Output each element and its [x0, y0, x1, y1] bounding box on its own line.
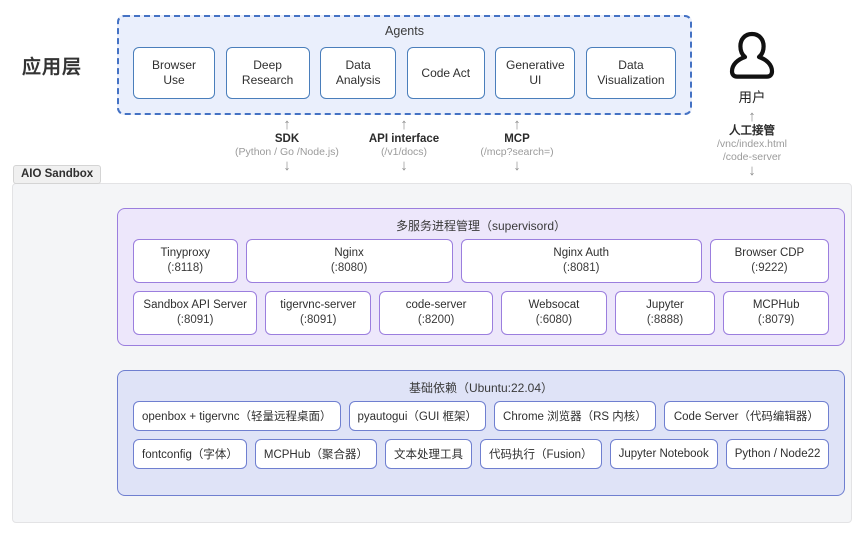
agent-card[interactable]: Deep Research — [225, 47, 310, 99]
base-card[interactable]: openbox + tigervnc（轻量远程桌面） — [133, 401, 341, 431]
base-card[interactable]: fontconfig（字体） — [133, 439, 247, 469]
user-person-icon — [729, 31, 775, 79]
arrow-down-icon: ↓ — [400, 157, 408, 174]
service-card[interactable]: Websocat (:6080) — [501, 291, 607, 335]
connector-mcp-title: MCP — [504, 133, 530, 145]
connector-human-takeover-sub2: /code-server — [722, 151, 782, 163]
base-card[interactable]: Code Server（代码编辑器） — [663, 401, 829, 431]
service-card-port: (:9222) — [751, 262, 788, 274]
service-card-port: (:8081) — [562, 262, 600, 274]
base-card[interactable]: Chrome 浏览器（RS 内核） — [494, 401, 656, 431]
base-row-2: fontconfig（字体）MCPHub（聚合器）文本处理工具代码执行（Fusi… — [133, 439, 830, 469]
service-card-name: Jupyter — [646, 299, 684, 312]
base-card[interactable]: Python / Node22 — [725, 439, 830, 469]
service-row-1: Tinyproxy (:8118) Nginx (:8080) Nginx Auth (:… — [133, 239, 829, 283]
service-group-rows: Tinyproxy (:8118) Nginx (:8080) Nginx Auth (:… — [133, 239, 829, 335]
connector-api: ↑ API interface (/v1/docs) ↓ — [358, 116, 450, 174]
service-card-port: (:8888) — [646, 314, 684, 326]
base-group-title: 基础依赖（Ubuntu:22.04） — [408, 381, 554, 395]
sandbox-tag: AIO Sandbox — [13, 165, 102, 184]
arrow-up-icon: ↑ — [748, 108, 756, 125]
service-card-name: Nginx Auth — [553, 247, 610, 260]
connector-human-takeover-sub: /vnc/index.html — [716, 138, 788, 150]
service-group: 多服务进程管理（supervisord） Tinyproxy (:8118) Ngi… — [117, 208, 845, 346]
service-card[interactable]: Nginx (:8080) — [245, 239, 453, 283]
service-card-name: tigervnc-server — [280, 299, 357, 312]
agent-card[interactable]: Code Act — [406, 47, 485, 99]
agent-card[interactable]: Data Analysis — [320, 47, 397, 99]
base-card[interactable]: Jupyter Notebook — [609, 439, 718, 469]
service-card[interactable]: Sandbox API Server (:8091) — [133, 291, 258, 335]
service-card[interactable]: Nginx Auth (:8081) — [460, 239, 702, 283]
service-card-port: (:6080) — [535, 314, 573, 326]
base-group-rows: openbox + tigervnc（轻量远程桌面）pyautogui（GUI … — [133, 401, 830, 483]
agents-title: Agents — [385, 24, 424, 38]
connector-human-takeover: ↑ 人工接管 /vnc/index.html /code-server ↓ — [694, 108, 810, 179]
base-group: 基础依赖（Ubuntu:22.04） openbox + tigervnc（轻量… — [117, 370, 845, 496]
service-card-port: (:8080) — [330, 262, 368, 274]
agent-card[interactable]: Browser Use — [133, 47, 215, 99]
service-card[interactable]: code-server (:8200) — [379, 291, 494, 335]
arrow-up-icon: ↑ — [283, 116, 291, 133]
base-card[interactable]: pyautogui（GUI 框架） — [348, 401, 487, 431]
service-card-port: (:8091) — [176, 314, 214, 326]
arrow-down-icon: ↓ — [748, 162, 756, 179]
connector-api-sub: (/v1/docs) — [380, 146, 428, 158]
base-card[interactable]: 代码执行（Fusion） — [480, 439, 602, 469]
service-card[interactable]: MCPHub (:8079) — [723, 291, 829, 335]
base-card[interactable]: MCPHub（聚合器） — [254, 439, 378, 469]
service-card-name: Browser CDP — [734, 247, 805, 260]
service-card[interactable]: Tinyproxy (:8118) — [133, 239, 238, 283]
connector-sdk: ↑ SDK (Python / Go /Node.js) ↓ — [226, 116, 348, 174]
agent-card[interactable]: Data Visualization — [585, 47, 676, 99]
service-card-name: Websocat — [528, 299, 580, 312]
service-card-name: Nginx — [334, 247, 364, 260]
service-card-port: (:8079) — [757, 314, 795, 326]
service-group-title: 多服务进程管理（supervisord） — [395, 219, 567, 233]
agent-card[interactable]: Generative UI — [495, 47, 576, 99]
arrow-down-icon: ↓ — [513, 157, 521, 174]
base-row-1: openbox + tigervnc（轻量远程桌面）pyautogui（GUI … — [133, 401, 829, 431]
connector-sdk-sub: (Python / Go /Node.js) — [235, 146, 339, 158]
layer-label-application: 应用层 — [22, 57, 83, 78]
base-card[interactable]: 文本处理工具 — [385, 439, 473, 469]
connector-human-takeover-title: 人工接管 — [729, 125, 775, 137]
arrow-down-icon: ↓ — [283, 157, 291, 174]
connector-sdk-title: SDK — [274, 133, 300, 145]
user-block: 用户 — [716, 28, 788, 106]
service-card[interactable]: Jupyter (:8888) — [614, 291, 716, 335]
service-card-port: (:8200) — [417, 314, 455, 326]
service-card-port: (:8091) — [300, 314, 337, 326]
connector-api-title: API interface — [368, 133, 440, 145]
service-card-name: MCPHub — [752, 299, 800, 312]
service-card-name: code-server — [405, 299, 467, 312]
service-card-name: Tinyproxy — [160, 247, 210, 260]
service-card[interactable]: Browser CDP (:9222) — [709, 239, 829, 283]
connector-mcp-sub: (/mcp?search=) — [480, 146, 554, 158]
service-card[interactable]: tigervnc-server (:8091) — [265, 291, 372, 335]
arrow-up-icon: ↑ — [513, 116, 521, 133]
service-card-name: Sandbox API Server — [143, 299, 247, 312]
service-card-port: (:8118) — [167, 262, 204, 274]
connector-mcp: ↑ MCP (/mcp?search=) ↓ — [470, 116, 564, 174]
user-label: 用户 — [738, 90, 766, 105]
arrow-up-icon: ↑ — [400, 116, 408, 133]
service-row-2: Sandbox API Server(:8091)tigervnc-server… — [133, 291, 829, 335]
